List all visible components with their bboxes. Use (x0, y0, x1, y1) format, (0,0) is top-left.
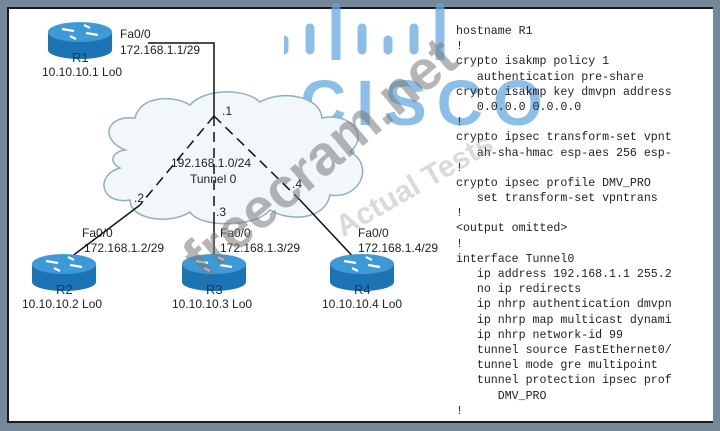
tunnel-cloud (103, 91, 364, 225)
config-line: interface Tunnel0 (456, 252, 575, 266)
config-line: crypto ipsec profile DMV_PRO (456, 176, 651, 190)
config-line: tunnel source FastEthernet0/ (456, 343, 672, 357)
link-r1 (148, 42, 215, 116)
tunnel-link-r4 (213, 115, 301, 201)
figure-panel (7, 7, 713, 423)
r1-ip: 172.168.1.1/29 (120, 43, 200, 57)
router-config: hostname R1!crypto isakmp policy 1 authe… (456, 24, 713, 419)
r4-ip: 172.168.1.4/29 (358, 241, 438, 255)
config-line: DMV_PRO (456, 389, 547, 403)
config-line: tunnel mode gre multipoint (456, 359, 658, 373)
config-line: ip nhrp authentication dmvpn (456, 298, 672, 312)
config-line: ! (456, 40, 463, 54)
config-line: hostname R1 (456, 25, 533, 38)
router-r4: R4 (328, 252, 396, 297)
config-line: 0.0.0.0 0.0.0.0 (456, 100, 582, 114)
link-r2 (66, 204, 141, 261)
config-line: <output omitted> (456, 222, 568, 236)
cisco-bars-icon (284, 3, 445, 60)
r3-interface: Fa0/0 (220, 226, 251, 240)
router-r3: R3 (180, 252, 248, 297)
config-line: ip nhrp map multicast dynami (456, 313, 672, 327)
host-label-4: .4 (292, 177, 302, 191)
r2-interface: Fa0/0 (82, 226, 113, 240)
host-label-3: .3 (216, 205, 226, 219)
tunnel-network: 192.168.1.0/24 (171, 156, 251, 170)
config-line: no ip redirects (456, 283, 582, 297)
router-r1: R1 (46, 20, 114, 65)
config-line: ip address 192.168.1.1 255.2 (456, 268, 672, 281)
r2-ip: 172.168.1.2/29 (84, 241, 164, 255)
config-line: ip nhrp network-id 99 (456, 328, 623, 342)
config-line: ! (456, 116, 463, 130)
config-line: ! (456, 207, 463, 221)
router-r2: R2 (30, 252, 98, 297)
config-line: tunnel protection ipsec prof (456, 374, 672, 388)
r3-ip: 172.168.1.3/29 (220, 241, 300, 255)
r4-interface: Fa0/0 (358, 226, 389, 240)
config-line: ! (456, 161, 463, 175)
tunnel-name: Tunnel 0 (190, 172, 237, 186)
config-line: ! (456, 404, 463, 418)
config-line: crypto ipsec transform-set vpnt (456, 131, 672, 145)
r3-loopback: 10.10.10.3 Lo0 (172, 297, 252, 311)
router-name: R3 (206, 282, 223, 297)
config-line: set transform-set vpntrans (456, 192, 658, 206)
network-topology: .1 .2 .3 .4 192.168.1.0/24 Tunnel 0 R1 F… (22, 20, 438, 311)
router-name: R2 (56, 282, 73, 297)
config-line: crypto isakmp key dmvpn address (456, 85, 672, 99)
r1-loopback: 10.10.10.1 Lo0 (42, 65, 122, 79)
config-line: crypto isakmp policy 1 (456, 55, 610, 69)
config-line: ! (456, 237, 463, 251)
host-label-2: .2 (134, 191, 144, 205)
host-label-1: .1 (222, 104, 232, 118)
link-r4 (299, 199, 359, 263)
router-name: R1 (72, 50, 89, 65)
router-name: R4 (354, 282, 371, 297)
r4-loopback: 10.10.10.4 Lo0 (322, 297, 402, 311)
config-line: ah-sha-hmac esp-aes 256 esp- (456, 146, 672, 160)
tunnel-link-r2 (139, 115, 215, 206)
config-line: authentication pre-share (456, 70, 644, 84)
r1-interface: Fa0/0 (120, 27, 151, 41)
r2-loopback: 10.10.10.2 Lo0 (22, 297, 102, 311)
